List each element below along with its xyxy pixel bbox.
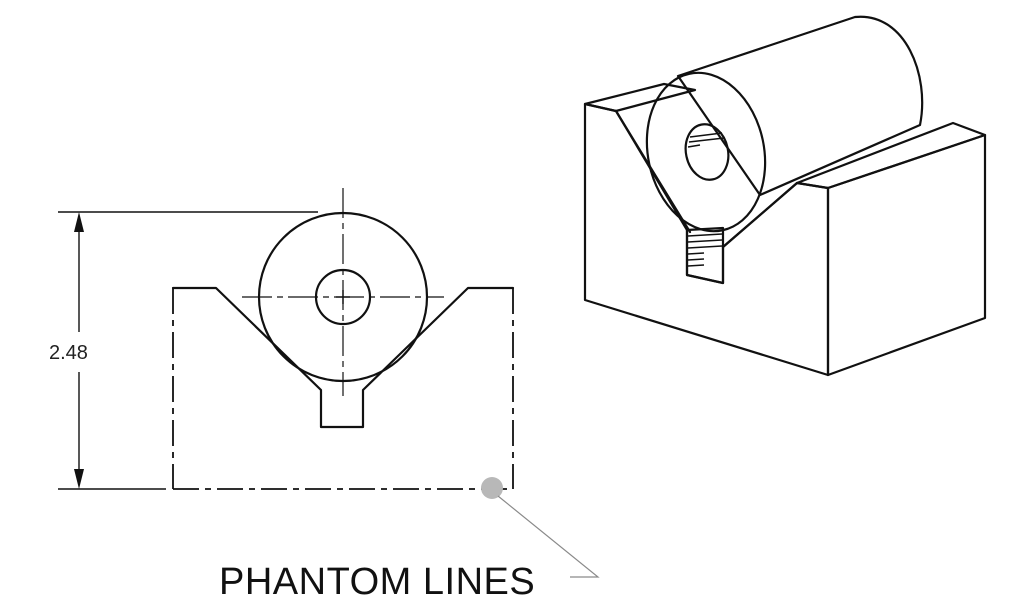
- dimension-value: 2.48: [49, 342, 88, 364]
- cylinder-body: [676, 15, 924, 197]
- height-dimension: 2.48: [49, 211, 318, 490]
- cylinder-bore: [684, 123, 730, 181]
- callout-leader-line: [497, 495, 600, 578]
- callout-marker-dot: [481, 477, 503, 499]
- cylinder-front: [242, 188, 444, 396]
- isometric-view: [583, 15, 987, 377]
- cylinder-end-face: [645, 71, 767, 233]
- block-right-face: [826, 133, 987, 377]
- dimension-arrow-bottom: [74, 469, 84, 489]
- bore-hatch: [687, 132, 725, 148]
- front-view: 2.48: [49, 188, 515, 490]
- slot-hatch: [687, 233, 723, 267]
- block-right-jaw-top: [795, 121, 987, 190]
- block-left-shoulder: [171, 286, 515, 429]
- v-right-flank: [721, 181, 799, 249]
- block-front-face: [583, 102, 830, 377]
- block-left-jaw-top: [583, 82, 697, 113]
- relief-slot: [685, 226, 725, 285]
- callout-label: PHANTOM LINES: [219, 561, 535, 603]
- v-left-flank: [614, 109, 692, 234]
- phantom-lines-callout: PHANTOM LINES: [219, 477, 600, 603]
- dimension-arrow-top: [74, 212, 84, 232]
- block-outline: [171, 286, 515, 490]
